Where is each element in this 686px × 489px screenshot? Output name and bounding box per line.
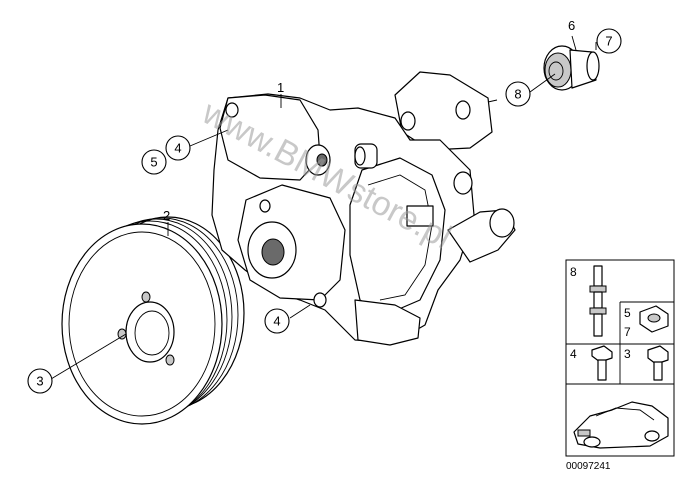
callout-4-upper: 4 [165,135,191,161]
label-part-1: 1 [277,80,284,95]
callout-7: 7 [596,28,622,54]
svg-text:4: 4 [174,141,181,156]
svg-text:4: 4 [273,314,280,329]
legend-label-4: 4 [570,347,577,361]
svg-text:5: 5 [150,155,157,170]
svg-text:7: 7 [605,34,612,49]
svg-text:8: 8 [514,87,521,102]
legend-label-3: 3 [624,347,631,361]
car-thumbnail-icon [573,401,669,449]
legend-label-5: 5 [624,306,631,320]
pulley-drawing [61,216,245,425]
callout-4-lower: 4 [264,308,290,334]
callout-3: 3 [27,368,53,394]
seal-drawing [543,45,600,91]
hex-nut-icon [639,305,669,333]
leader-lines [50,35,597,380]
hex-bolt-icon [647,345,669,381]
pump-drawing [211,71,516,346]
label-part-6: 6 [568,18,575,33]
label-part-2: 2 [163,208,170,223]
diagram-code: 00097241 [566,461,611,472]
flange-bolt-icon [591,345,613,381]
legend-panel: 8 5 7 4 3 [565,259,675,472]
legend-label-7: 7 [624,325,631,339]
stud-bolt-icon [589,265,607,337]
callout-8: 8 [505,81,531,107]
legend-label-8: 8 [570,265,577,279]
callout-5: 5 [141,149,167,175]
svg-text:3: 3 [36,374,43,389]
